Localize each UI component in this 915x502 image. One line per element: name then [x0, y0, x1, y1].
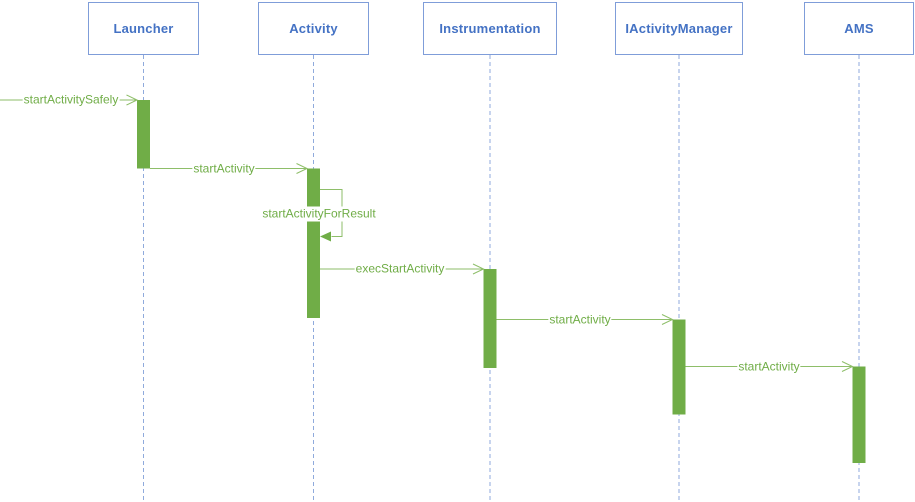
participant-iactivitymanager: IActivityManager: [615, 2, 743, 55]
message-label-startactivitysafely: startActivitySafely: [22, 92, 120, 108]
activation-ams: [852, 366, 866, 463]
participant-launcher: Launcher: [88, 2, 199, 55]
arrowhead-open-startactivity-1: [296, 163, 309, 174]
messages: [0, 94, 854, 372]
participant-activity: Activity: [258, 2, 369, 55]
arrowhead-open-startactivity-3: [841, 361, 854, 372]
participant-launcher-label: Launcher: [113, 21, 174, 36]
message-label-startactivityforresult: startActivityForResult: [261, 206, 377, 222]
message-label-startactivity-3: startActivity: [737, 359, 801, 375]
message-label-execstartactivity: execStartActivity: [354, 261, 446, 277]
arrowhead-open-startactivitysafely: [126, 94, 139, 106]
arrowhead-open-execstartactivity: [472, 263, 485, 275]
message-label-startactivity-1: startActivity: [192, 161, 256, 177]
activation-iactivitymanager: [672, 319, 686, 415]
participant-instrumentation: Instrumentation: [423, 2, 557, 55]
participant-ams-label: AMS: [844, 21, 874, 36]
lifelines: [143, 55, 860, 502]
arrowhead-open-startactivity-2: [661, 314, 674, 325]
activation-instrumentation: [483, 269, 497, 368]
participant-iactivitymanager-label: IActivityManager: [625, 21, 733, 36]
activation-bars: [137, 100, 866, 463]
participant-activity-label: Activity: [289, 21, 338, 36]
activation-activity: [307, 168, 320, 318]
participant-ams: AMS: [804, 2, 914, 55]
message-label-startactivity-2: startActivity: [548, 312, 612, 328]
arrowhead-filled-startactivityforresult: [320, 231, 331, 242]
participant-instrumentation-label: Instrumentation: [439, 21, 541, 36]
activation-launcher: [137, 100, 150, 169]
